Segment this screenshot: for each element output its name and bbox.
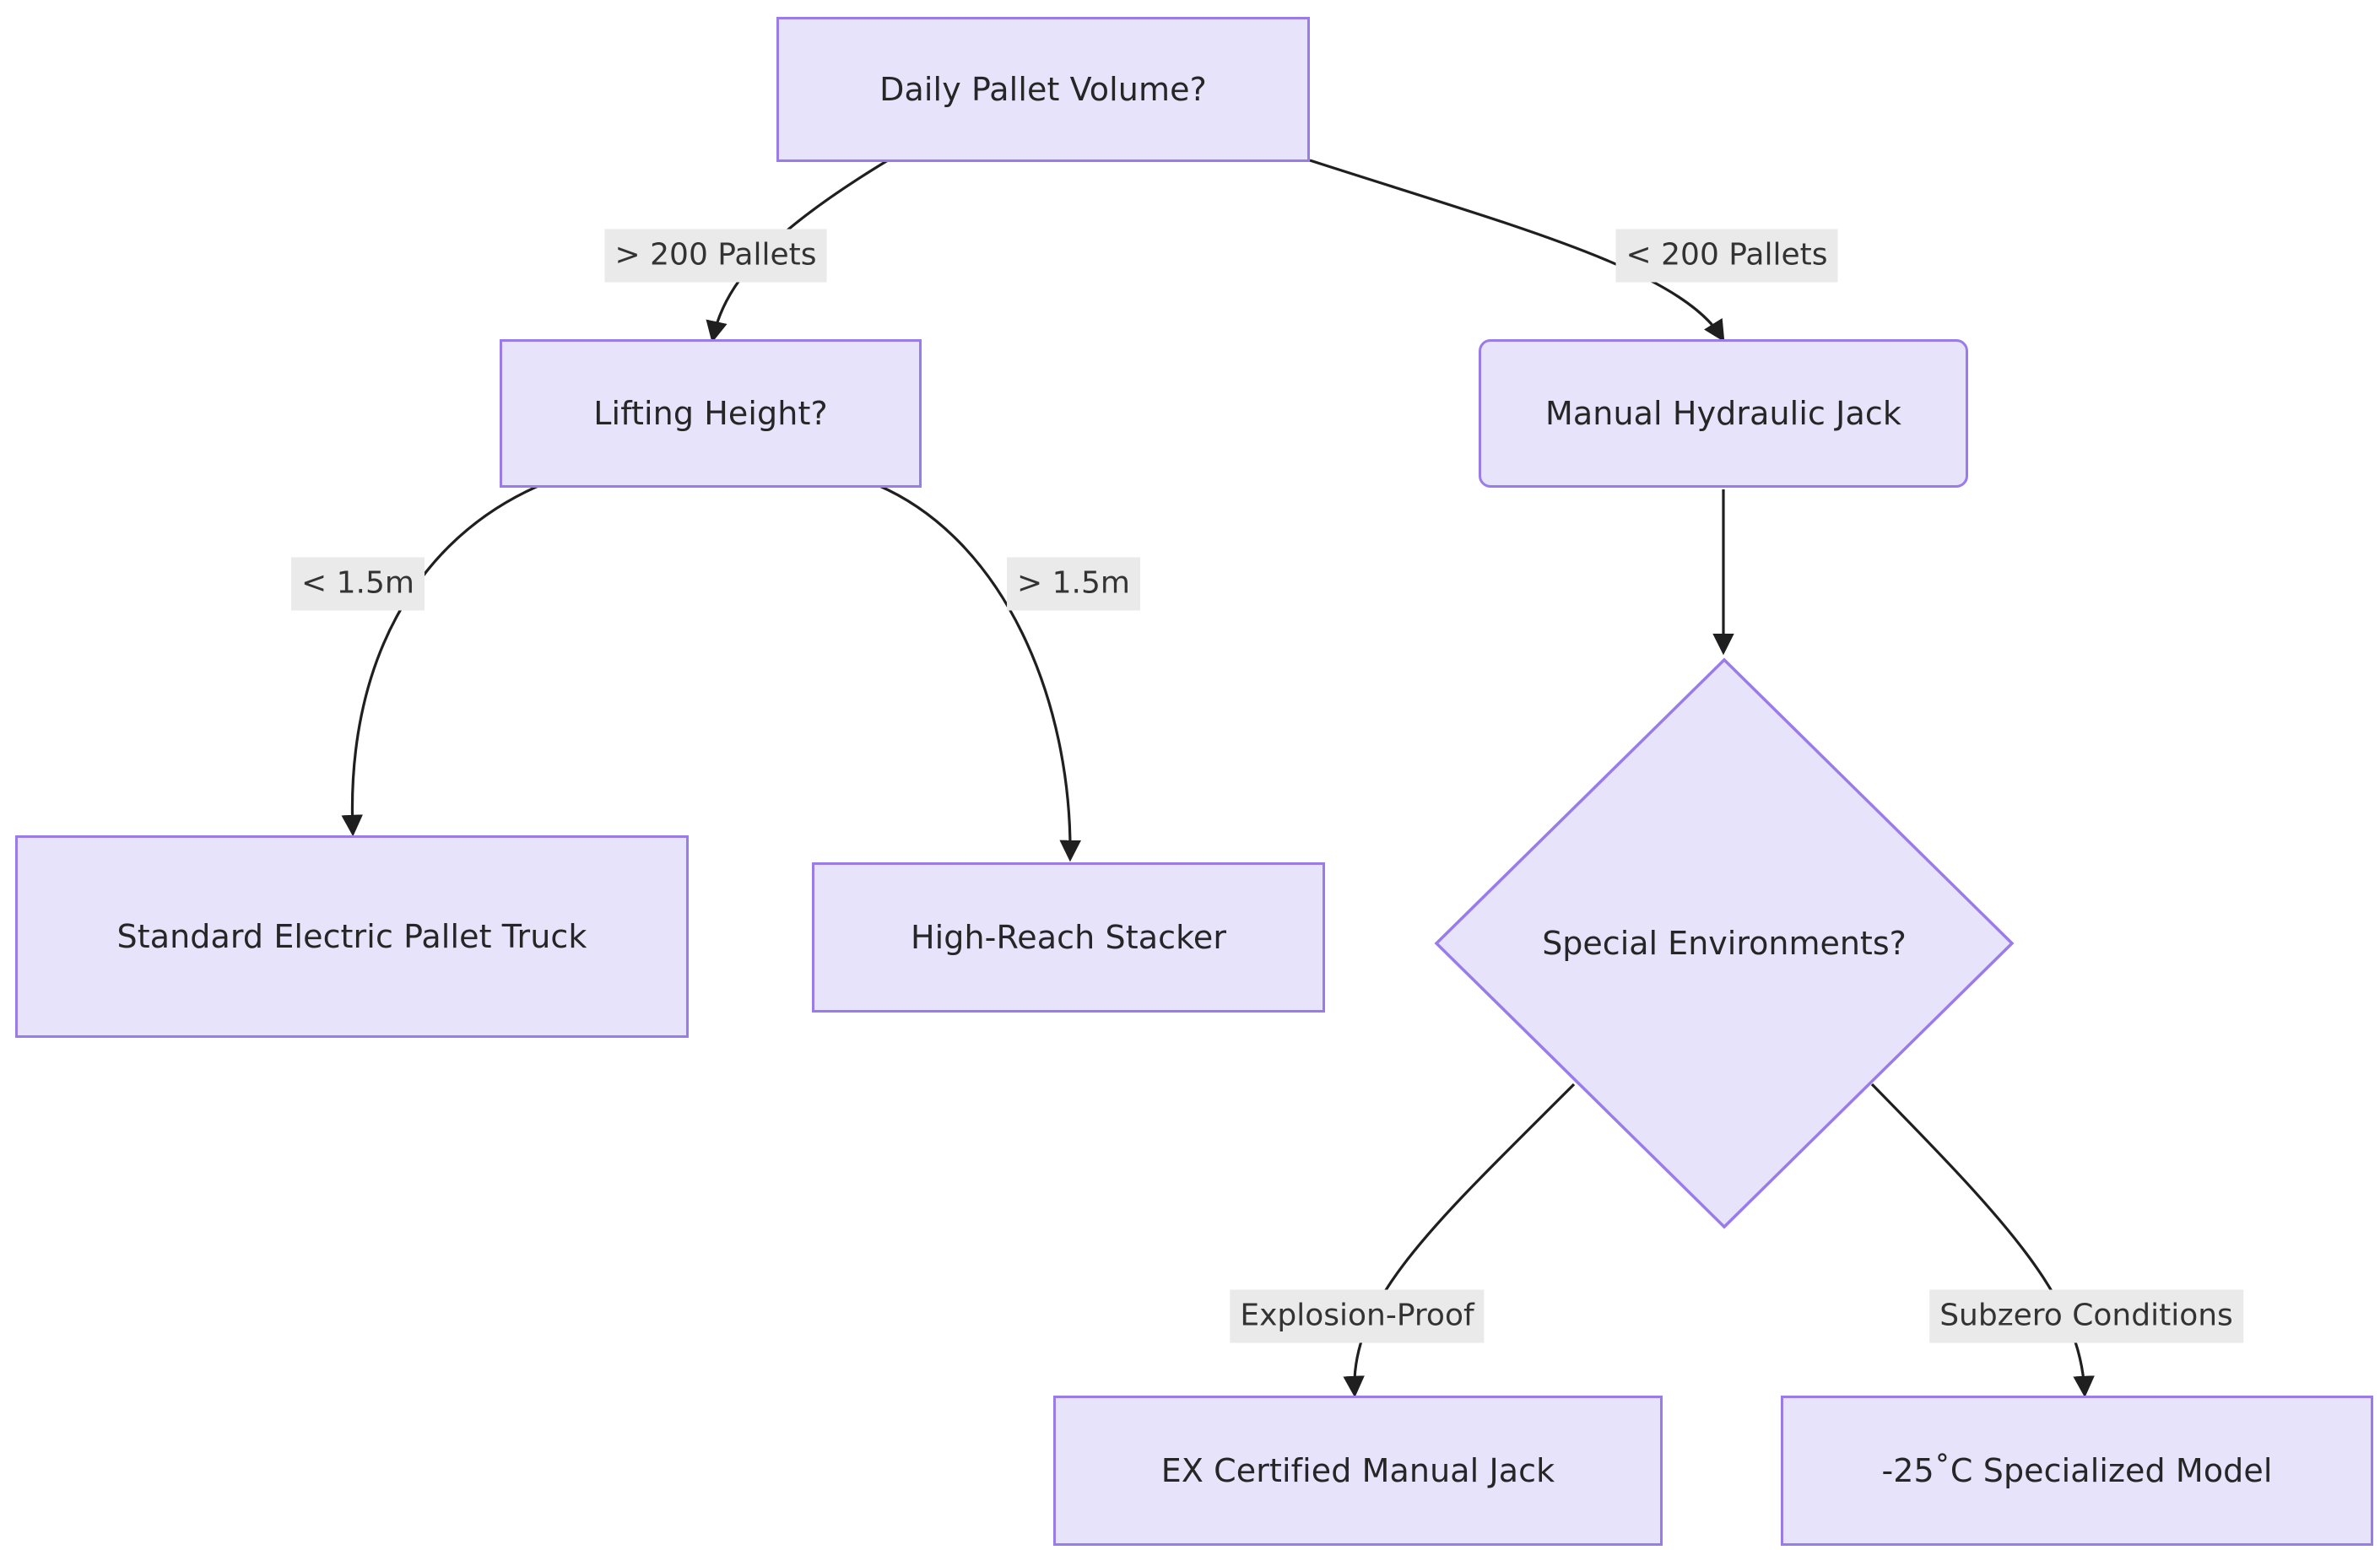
node-label: Standard Electric Pallet Truck bbox=[116, 917, 587, 955]
edge-lifting-height-to-standard-truck bbox=[341, 483, 541, 837]
diamond-shape bbox=[1434, 657, 2015, 1229]
node-subzero-specialized-model[interactable]: -25˚C Specialized Model bbox=[1781, 1396, 2373, 1546]
edge-label-less-200-pallets: < 200 Pallets bbox=[1615, 229, 1838, 283]
node-label: Daily Pallet Volume? bbox=[879, 70, 1207, 108]
node-label: Manual Hydraulic Jack bbox=[1545, 394, 1901, 432]
node-label: Special Environments? bbox=[1542, 925, 1907, 962]
node-label: Lifting Height? bbox=[593, 394, 828, 432]
node-special-environments[interactable]: Special Environments? bbox=[1433, 656, 2015, 1230]
node-daily-pallet-volume[interactable]: Daily Pallet Volume? bbox=[776, 17, 1310, 162]
node-label: -25˚C Specialized Model bbox=[1881, 1451, 2273, 1489]
node-high-reach-stacker[interactable]: High-Reach Stacker bbox=[812, 862, 1325, 1013]
edge-label-greater-1-5m: > 1.5m bbox=[1007, 557, 1140, 611]
edge-label-greater-200-pallets: > 200 Pallets bbox=[604, 229, 827, 283]
edge-label-less-1-5m: < 1.5m bbox=[291, 557, 425, 611]
node-standard-electric-pallet-truck[interactable]: Standard Electric Pallet Truck bbox=[15, 835, 689, 1038]
node-ex-certified-manual-jack[interactable]: EX Certified Manual Jack bbox=[1053, 1396, 1663, 1546]
edge-label-explosion-proof: Explosion-Proof bbox=[1230, 1289, 1485, 1343]
edge-label-subzero-conditions: Subzero Conditions bbox=[1929, 1289, 2243, 1343]
node-manual-hydraulic-jack[interactable]: Manual Hydraulic Jack bbox=[1479, 339, 1968, 488]
node-label: High-Reach Stacker bbox=[910, 918, 1227, 956]
edge-lifting-height-to-high-reach-stacker bbox=[877, 483, 1081, 862]
node-lifting-height[interactable]: Lifting Height? bbox=[500, 339, 922, 488]
node-label: EX Certified Manual Jack bbox=[1160, 1451, 1555, 1489]
